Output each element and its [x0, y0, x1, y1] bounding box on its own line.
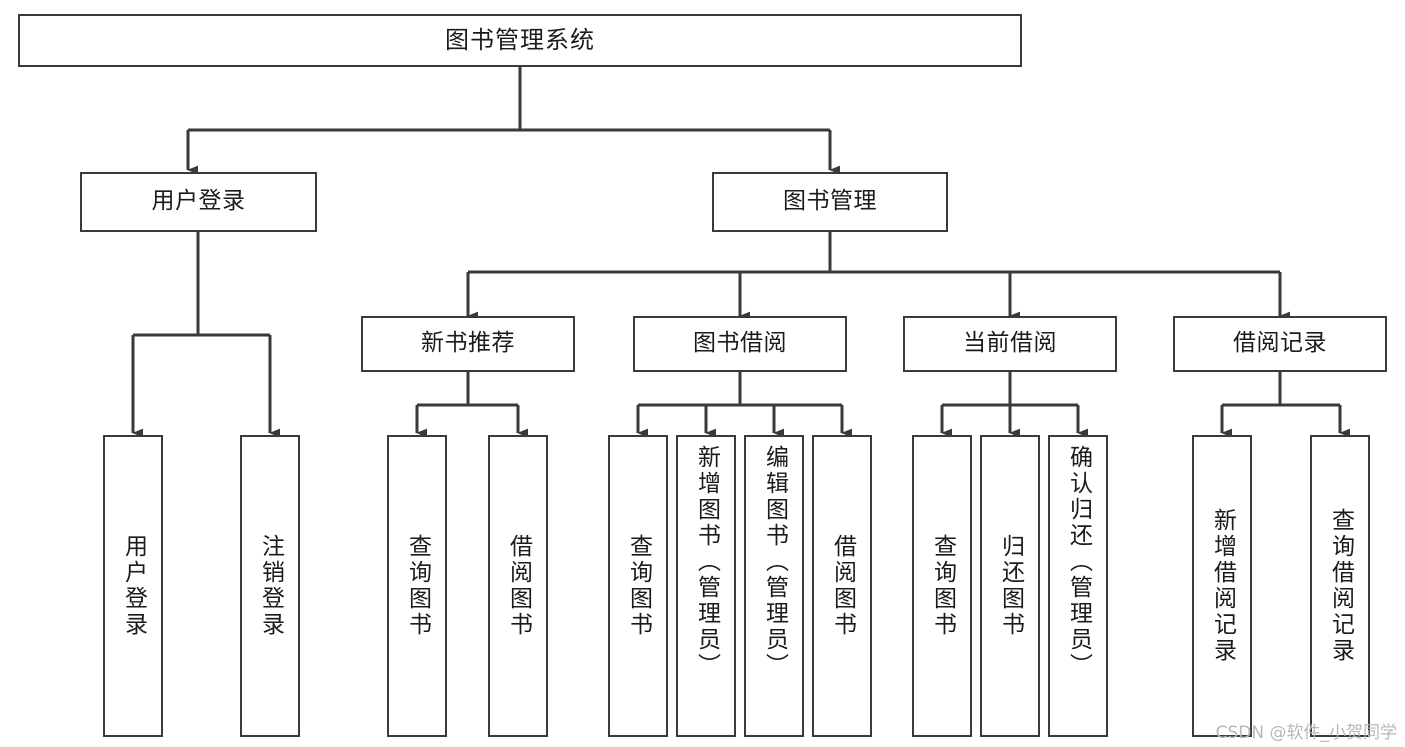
node-root-system[interactable]: 图书管理系统 — [18, 14, 1022, 67]
node-leaf-user-login-label: 用户登录 — [120, 534, 147, 638]
node-book-management-label: 图书管理 — [783, 188, 877, 215]
node-leaf-logout[interactable]: 注销登录 — [240, 435, 300, 737]
node-leaf-query-book-current-label: 查询图书 — [929, 534, 956, 638]
node-current-borrow-label: 当前借阅 — [963, 330, 1057, 357]
node-book-borrow-label: 图书借阅 — [693, 330, 787, 357]
node-leaf-add-book-admin[interactable]: 新增图书（管理员） — [676, 435, 736, 737]
node-book-borrow[interactable]: 图书借阅 — [633, 316, 847, 372]
node-leaf-add-book-admin-label: 新增图书（管理员） — [693, 445, 720, 679]
node-leaf-return-book-label: 归还图书 — [997, 534, 1024, 638]
node-leaf-borrow-book-newbook[interactable]: 借阅图书 — [488, 435, 548, 737]
node-leaf-borrow-book[interactable]: 借阅图书 — [812, 435, 872, 737]
node-leaf-confirm-return-admin[interactable]: 确认归还（管理员） — [1048, 435, 1108, 737]
node-borrow-records-label: 借阅记录 — [1233, 330, 1327, 357]
node-leaf-return-book[interactable]: 归还图书 — [980, 435, 1040, 737]
node-leaf-query-borrow-record[interactable]: 查询借阅记录 — [1310, 435, 1370, 737]
node-leaf-add-borrow-record[interactable]: 新增借阅记录 — [1192, 435, 1252, 737]
node-leaf-query-book-current[interactable]: 查询图书 — [912, 435, 972, 737]
node-current-borrow[interactable]: 当前借阅 — [903, 316, 1117, 372]
node-book-management[interactable]: 图书管理 — [712, 172, 948, 232]
node-new-book-recommend-label: 新书推荐 — [421, 330, 515, 357]
node-user-login[interactable]: 用户登录 — [80, 172, 317, 232]
node-borrow-records[interactable]: 借阅记录 — [1173, 316, 1387, 372]
node-leaf-query-book-borrow[interactable]: 查询图书 — [608, 435, 668, 737]
node-leaf-query-book-newbook-label: 查询图书 — [404, 534, 431, 638]
node-leaf-query-book-borrow-label: 查询图书 — [625, 534, 652, 638]
node-leaf-user-login[interactable]: 用户登录 — [103, 435, 163, 737]
node-leaf-edit-book-admin[interactable]: 编辑图书（管理员） — [744, 435, 804, 737]
node-leaf-query-book-newbook[interactable]: 查询图书 — [387, 435, 447, 737]
node-user-login-label: 用户登录 — [151, 188, 246, 215]
node-leaf-edit-book-admin-label: 编辑图书（管理员） — [761, 445, 788, 679]
node-leaf-query-borrow-record-label: 查询借阅记录 — [1327, 508, 1354, 664]
node-new-book-recommend[interactable]: 新书推荐 — [361, 316, 575, 372]
node-leaf-add-borrow-record-label: 新增借阅记录 — [1209, 508, 1236, 664]
node-leaf-confirm-return-admin-label: 确认归还（管理员） — [1065, 445, 1092, 679]
node-leaf-logout-label: 注销登录 — [257, 534, 284, 638]
node-leaf-borrow-book-label: 借阅图书 — [829, 534, 856, 638]
node-leaf-borrow-book-newbook-label: 借阅图书 — [505, 534, 532, 638]
node-root-system-label: 图书管理系统 — [445, 26, 595, 55]
